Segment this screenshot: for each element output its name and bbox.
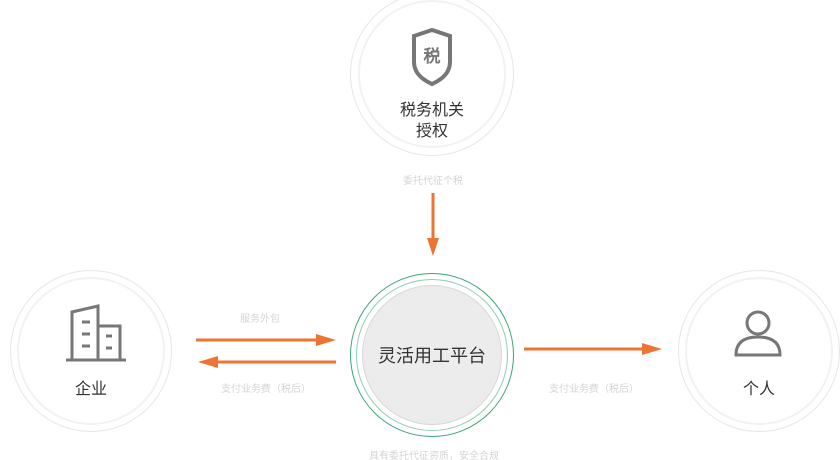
tax-icon-char: 税 <box>423 47 441 67</box>
enterprise-node <box>17 277 165 425</box>
edge-label-pay-enterprise: 支付业务费（税后） <box>221 384 311 395</box>
tax-node <box>358 0 506 148</box>
platform-node-outer-ring <box>350 273 514 437</box>
footer-note: 具有委托代征资质，安全合规 <box>369 451 499 460</box>
individual-node <box>685 277 833 425</box>
enterprise-label: 企业 <box>74 379 107 398</box>
platform-label: 灵活用工平台 <box>378 346 486 367</box>
edge-label-tax: 委托代征个税 <box>403 176 463 187</box>
tax-node-label-1: 税务机关 <box>399 100 464 119</box>
enterprise-node-ring <box>10 270 172 432</box>
tax-node-label-2: 授权 <box>415 121 448 140</box>
platform-node <box>362 285 502 425</box>
individual-label: 个人 <box>742 379 775 398</box>
edge-label-pay-individual: 支付业务费（税后） <box>549 384 639 395</box>
edge-label-outsourcing: 服务外包 <box>240 314 280 325</box>
tax-node-ring <box>350 0 514 156</box>
platform-node-ring <box>356 279 508 431</box>
